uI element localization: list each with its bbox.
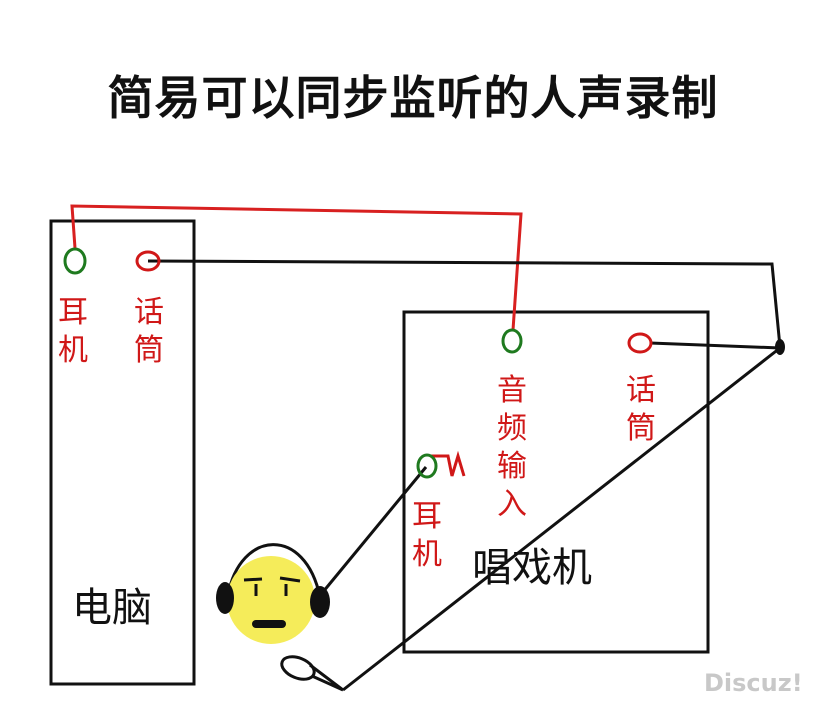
black-wire-karaoke-mic — [649, 341, 781, 350]
karaoke-machine-label: 唱戏机 — [472, 545, 592, 591]
listener-face — [227, 556, 315, 644]
face-mouth — [252, 620, 286, 628]
karaoke-audio-input-jack — [501, 328, 523, 354]
splitter-node — [775, 339, 785, 355]
headphone-left-cup — [216, 582, 234, 614]
headphone-right-cup — [310, 586, 330, 618]
black-wire-computer-mic — [147, 259, 782, 348]
face-brow-left — [243, 577, 263, 582]
black-wire-to-microphone — [342, 346, 781, 692]
computer-mic-jack — [135, 250, 161, 272]
headphone-band — [226, 543, 322, 598]
computer-mic-label: 话 筒 — [134, 295, 164, 368]
computer-box — [49, 219, 196, 686]
karaoke-mic-jack — [627, 332, 653, 354]
red-wire-earphone-to-audio-input — [70, 204, 523, 331]
earphone-marker — [430, 450, 466, 477]
microphone-head — [280, 655, 316, 681]
karaoke-earphone-jack — [416, 453, 438, 479]
microphone-handle — [309, 663, 344, 692]
karaoke-earphone-label: 耳 机 — [412, 499, 442, 572]
karaoke-machine-box — [402, 310, 710, 654]
computer-earphone-label: 耳 机 — [58, 295, 88, 368]
computer-earphone-jack — [63, 247, 87, 275]
karaoke-audio-input-label: 音 频 输 入 — [497, 373, 527, 522]
computer-label: 电脑 — [72, 585, 152, 631]
karaoke-mic-label: 话 筒 — [626, 373, 656, 446]
black-wire-to-headphone — [316, 466, 428, 599]
face-brow-right — [279, 576, 301, 583]
discuz-watermark: Discuz! — [704, 669, 803, 697]
diagram-title: 简易可以同步监听的人声录制 — [107, 71, 719, 125]
